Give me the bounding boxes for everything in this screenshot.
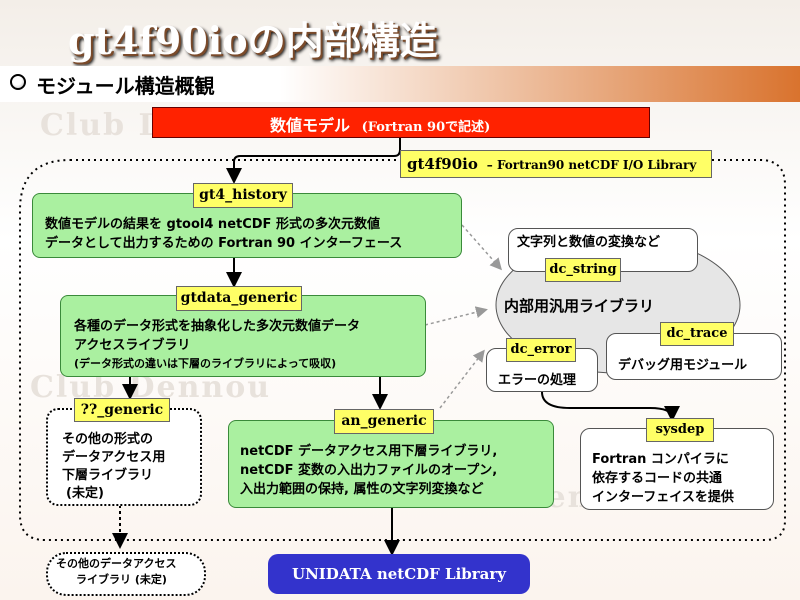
dc-string-desc: 文字列と数値の変換など [517,235,661,250]
other-library-line2: ライブラリ (未定) [76,573,167,586]
common-library-label: 内部用汎用ライブラリ [504,297,655,315]
unidata-netcdf-box [268,554,530,594]
other-generic-line4: (未定) [66,486,104,501]
other-library-box [46,552,206,596]
dc-error-desc: エラーの処理 [498,373,577,388]
dc-string-label: dc_string [545,258,621,282]
gtdata-generic-label: gtdata_generic [176,286,302,311]
gt4-history-label: gt4_history [193,183,293,208]
numerical-model-box [152,107,650,138]
other-generic-line1: その他の形式の [62,432,154,447]
sysdep-line3: インターフェイスを提供 [592,490,734,505]
an-generic-line2: netCDF 変数の入出力ファイルのオープン, [240,463,498,478]
other-generic-line2: データアクセス用 [62,450,166,465]
gtdata-generic-box [60,295,426,377]
an-generic-line3: 入出力範囲の保持, 属性の文字列変換など [240,482,484,497]
library-label: gt4f90io – Fortran90 netCDF I/O Library [400,150,712,178]
an-generic-label: an_generic [334,409,434,434]
sysdep-line1: Fortran コンパイラに [592,452,729,467]
an-generic-box [228,420,554,508]
gt4-history-line1: 数値モデルの結果を gtool4 netCDF 形式の多次元数値 [45,217,380,232]
dc-error-label: dc_error [506,338,576,362]
subtitle-band [0,66,800,102]
sysdep-label: sysdep [646,418,714,442]
sysdep-line2: 依存するコードの共通 [592,471,723,486]
gtdata-generic-line2: アクセスライブラリ [74,338,191,353]
other-generic-label: ??_generic [74,398,170,422]
gtdata-generic-line3: (データ形式の違いは下層のライブラリによって吸収) [74,357,337,370]
other-generic-line3: 下層ライブラリ [62,468,154,483]
gtdata-generic-line1: 各種のデータ形式を抽象化した多次元数値データ [74,319,361,334]
numerical-model-label: 数値モデル (Fortran 90で記述) [270,116,491,135]
unidata-netcdf-label: UNIDATA netCDF Library [292,565,507,583]
other-library-line1: その他のデータアクセス [56,557,177,570]
dc-trace-label: dc_trace [660,322,734,346]
section-subtitle: モジュール構造概観 [36,74,215,98]
circle-bullet-icon [10,74,26,90]
gt4-history-line2: データとして出力するための Fortran 90 インターフェース [45,236,403,251]
page-title: gt4f90ioの内部構造 [68,18,438,63]
dc-trace-desc: デバッグ用モジュール [618,358,748,373]
dc-string-box [508,228,698,272]
an-generic-line1: netCDF データアクセス用下層ライブラリ, [240,444,498,459]
